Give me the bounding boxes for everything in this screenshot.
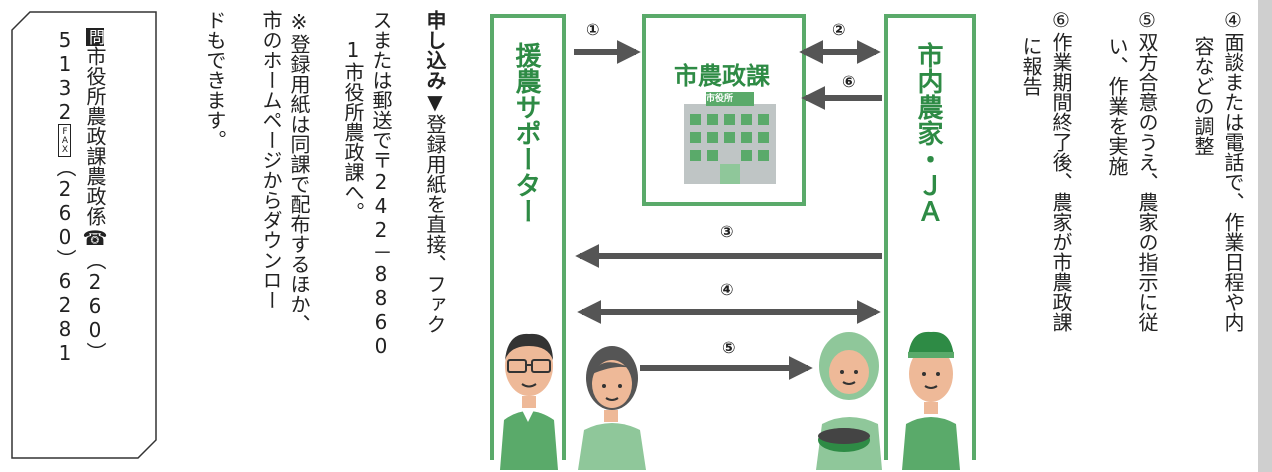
step-5-line-1: ⑤双方合意のうえ、農家の指示に従 xyxy=(1135,8,1159,332)
application-first-text: ▼登録用紙を直接、ファク xyxy=(423,90,447,334)
farmer-label: 市内農家・ＪＡ xyxy=(913,42,943,224)
fax-icon: FAX xyxy=(58,124,71,157)
step-4-line-1: ④面談または電話で、作業日程や内 xyxy=(1221,8,1245,332)
farmer-woman-illustration xyxy=(816,332,882,470)
contact-line-1: 問市役所農政課農政係☎（260） xyxy=(80,28,110,362)
step-4-line-2: 容などの調整 xyxy=(1191,36,1215,156)
inquiry-tag: 問 xyxy=(86,28,105,46)
city-hall-building xyxy=(684,92,776,184)
application-line-2: スまたは郵送で〒242－8860 xyxy=(369,10,393,358)
supporter-label: 援農サポーター xyxy=(511,42,541,224)
flow-arrows xyxy=(574,40,882,380)
contact-box xyxy=(10,10,160,460)
step-6-line-2: に報告 xyxy=(1019,36,1043,96)
farmer-man-illustration xyxy=(902,331,960,470)
application-heading: 申し込み xyxy=(423,10,447,90)
contact-phone-area: （260） xyxy=(83,250,107,362)
phone-icon: ☎ xyxy=(83,226,107,250)
step-5-line-2: い、作業を実施 xyxy=(1105,36,1129,176)
contact-phone-number: 5132 xyxy=(53,28,77,124)
contact-fax-number: （260）6281 xyxy=(53,157,77,365)
application-line-3: 1市役所農政課へ。 xyxy=(341,38,365,222)
supporter-box xyxy=(490,14,566,460)
arrow-label-1: ① xyxy=(586,20,600,39)
application-line-1: 申し込み▼登録用紙を直接、ファク xyxy=(420,10,450,334)
page-edge-bar xyxy=(1258,0,1272,472)
contact-dept: 市役所農政課農政係 xyxy=(83,46,107,226)
application-line-4: ※登録用紙は同課で配布するほか、 xyxy=(287,10,311,334)
contact-box-border xyxy=(11,11,157,459)
building-sign: 市役所 xyxy=(706,94,734,104)
arrow-label-6: ⑥ xyxy=(842,72,856,91)
agri-office-label: 市農政課 xyxy=(674,62,770,90)
application-line-6: ドもできます。 xyxy=(203,10,227,150)
building-windows xyxy=(690,114,769,184)
supporter-man-illustration xyxy=(500,333,558,470)
arrow-label-2: ② xyxy=(832,20,846,39)
arrow-label-3: ③ xyxy=(720,222,734,241)
arrow-label-5: ⑤ xyxy=(722,338,736,357)
arrow-label-4: ④ xyxy=(720,280,734,299)
step-6-line-1: ⑥作業期間終了後、農家が市農政課 xyxy=(1049,8,1073,332)
contact-line-2: 5132FAX（260）6281 xyxy=(50,28,80,365)
supporter-woman-illustration xyxy=(578,346,646,470)
application-line-5: 市のホームページからダウンロー xyxy=(259,10,283,310)
